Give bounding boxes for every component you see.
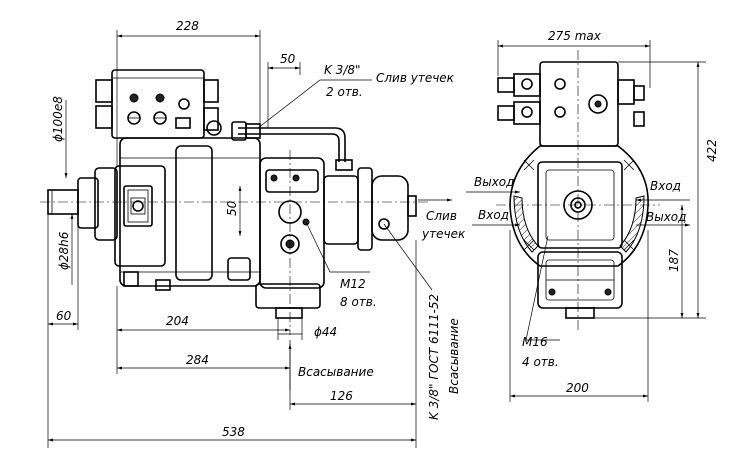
label-vsas-vertical: Всасывание: [447, 318, 461, 394]
side-view: [496, 50, 660, 330]
dim-187: 187: [667, 249, 681, 272]
dim-phi28: ϕ28h6: [57, 231, 71, 270]
mounting-flange: [77, 177, 99, 229]
dim-204: 204: [166, 314, 189, 328]
label-sliv-utechek-top: Слив утечек: [376, 71, 455, 85]
dim-phi100: ϕ100е8: [51, 96, 65, 142]
label-k38-gost: K 3/8" ГОСТ 6111-52: [427, 294, 441, 420]
front-view: [40, 69, 430, 335]
label-eight-holes: 8 отв.: [340, 295, 377, 309]
dim-60: 60: [56, 309, 72, 323]
dim-50-vert: 50: [225, 200, 239, 216]
dim-50-top: 50: [280, 52, 296, 66]
dimension-texts: 228 50 275 max 422 187 ϕ100е8 ϕ28h6 50 6…: [51, 19, 719, 439]
pump-body: [119, 137, 261, 287]
dim-422: 422: [705, 139, 719, 162]
front-cover: [114, 165, 166, 267]
control-block: [111, 69, 205, 139]
label-m12: M12: [340, 277, 366, 291]
dim-228: 228: [176, 19, 199, 33]
dim-284: 284: [186, 353, 209, 367]
label-vsas-bottom: Всасывание: [298, 365, 374, 379]
dim-538: 538: [222, 425, 245, 439]
label-four-holes: 4 отв.: [522, 355, 559, 369]
label-vhod-right: Вход: [650, 179, 681, 193]
label-utechek: утечек: [421, 227, 466, 241]
dimension-lines: [47, 30, 706, 448]
annotations: K 3/8" Слив утечек 2 отв. M12 8 отв. Вса…: [298, 63, 686, 420]
label-k38: K 3/8": [324, 63, 361, 77]
side-pump-body: [509, 145, 649, 267]
drain-pipe: [238, 127, 346, 162]
label-vhod-left: Вход: [478, 208, 509, 222]
dim-phi44: ϕ44: [314, 325, 337, 339]
dim-200: 200: [566, 381, 589, 395]
dim-275: 275 max: [548, 29, 602, 43]
label-vyhod-right: Выход: [646, 210, 686, 224]
label-sliv: Слив: [426, 209, 457, 223]
label-m16: M16: [522, 335, 548, 349]
label-vyhod-left: Выход: [474, 175, 514, 189]
label-two-holes: 2 отв.: [326, 85, 363, 99]
dim-126: 126: [330, 389, 353, 403]
